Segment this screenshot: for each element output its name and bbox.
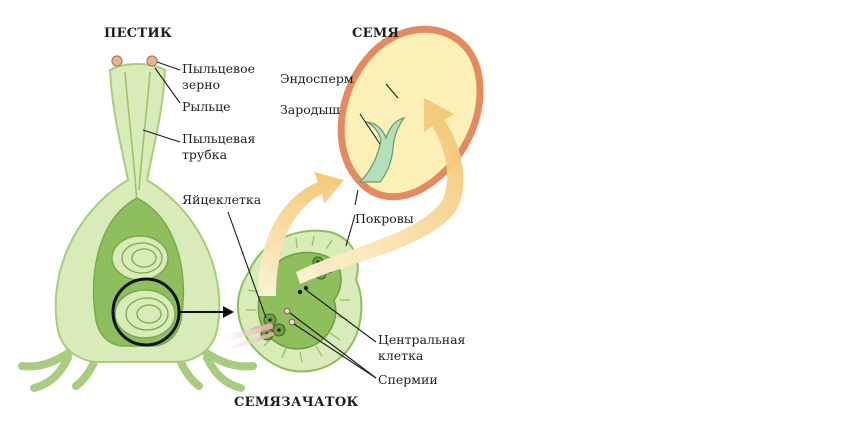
label-sperm: Спермии — [378, 372, 438, 387]
pollen-tube-entering — [211, 323, 273, 343]
title-ovule: СЕМЯЗАЧАТОК — [234, 395, 359, 410]
pistil — [18, 55, 257, 392]
pistil-base-sepals — [18, 348, 257, 392]
ovule-upper — [111, 235, 169, 281]
label-pollen-tube-line2: трубка — [182, 147, 228, 162]
label-endosperm: Эндосперм — [280, 71, 354, 86]
leader-lines — [142, 61, 399, 379]
label-stigma: Рыльце — [182, 99, 231, 114]
magnify-circle — [111, 277, 181, 347]
central-cell-nuclei — [297, 285, 309, 295]
label-central-cell-line2: клетка — [378, 348, 424, 363]
titles: ПЕСТИК СЕМЯ СЕМЯЗАЧАТОК — [104, 26, 399, 410]
development-arrows — [258, 98, 464, 296]
sperm-cells — [283, 307, 296, 326]
label-pollen-grain-line2: зерно — [182, 77, 220, 92]
label-pollen-grain-line1: Пыльцевое — [182, 61, 255, 76]
ovule-lower — [114, 289, 176, 339]
zoom-arrow — [180, 306, 234, 318]
arrow-central-to-endosperm — [296, 98, 464, 284]
label-egg-cell: Яйцеклетка — [182, 192, 262, 207]
label-central-cell-line1: Центральная — [378, 332, 466, 347]
title-pistil: ПЕСТИК — [104, 26, 172, 41]
labels: Пыльцевое зерно Рыльце Пыльцевая трубка … — [182, 61, 466, 387]
label-embryo: Зародыш — [280, 102, 340, 117]
pollen-grain-left — [111, 55, 123, 67]
arrow-egg-to-embryo — [258, 172, 344, 296]
label-integuments: Покровы — [355, 211, 414, 226]
title-seed: СЕМЯ — [352, 26, 399, 41]
embryo — [358, 116, 406, 183]
pollen-grain-right — [146, 55, 158, 67]
label-pollen-tube-line1: Пыльцевая — [182, 131, 256, 146]
